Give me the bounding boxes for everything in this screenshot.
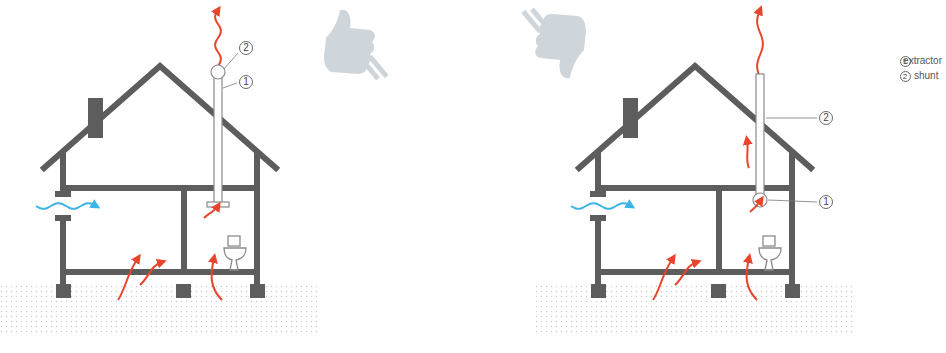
toilet-symbol — [759, 236, 781, 270]
right-wall — [254, 156, 260, 284]
inner-wall — [716, 188, 722, 272]
house — [535, 10, 853, 336]
house — [0, 10, 318, 336]
callout-number: 2 — [900, 71, 911, 82]
callout-number: 1 — [819, 195, 833, 209]
inner-wall — [181, 188, 187, 272]
thumbs-up-icon — [324, 10, 389, 81]
callout-number: 1 — [239, 75, 253, 89]
radon-arrow — [140, 262, 162, 285]
ground-floor — [598, 269, 792, 275]
leak-arrow — [747, 140, 749, 168]
leader-line — [766, 118, 817, 202]
shunt-duct — [214, 72, 222, 204]
right-wall — [789, 156, 795, 284]
radon-arrow — [212, 258, 222, 300]
exhaust-arrow — [215, 10, 221, 66]
exhaust-arrow — [204, 206, 218, 218]
callout-number: 2 — [819, 111, 833, 125]
foundation — [56, 284, 71, 298]
exhaust-arrow — [750, 200, 761, 212]
upper-floor — [63, 185, 257, 191]
fresh-air-arrow — [36, 203, 96, 209]
legend-text: extractor — [903, 55, 942, 67]
thumbs-down-icon — [521, 8, 586, 79]
shunt-duct — [756, 74, 764, 196]
roof — [579, 66, 811, 168]
radon-arrow — [675, 262, 697, 285]
roof — [44, 66, 276, 168]
ground — [0, 284, 318, 336]
legend-text: shunt — [914, 70, 938, 82]
ground — [535, 284, 853, 336]
foundation — [785, 284, 800, 298]
radon-arrow — [118, 258, 138, 300]
callout-number: 2 — [239, 41, 253, 55]
foundation — [250, 284, 265, 298]
fresh-air-arrow — [571, 203, 631, 209]
foundation — [176, 284, 191, 298]
ground-floor — [63, 269, 257, 275]
leader-line — [223, 53, 238, 88]
toilet-symbol — [224, 236, 246, 270]
foundation — [591, 284, 606, 298]
radon-arrow — [653, 258, 673, 300]
foundation — [711, 284, 726, 298]
radon-arrow — [747, 258, 757, 300]
extractor-fan — [211, 65, 225, 79]
